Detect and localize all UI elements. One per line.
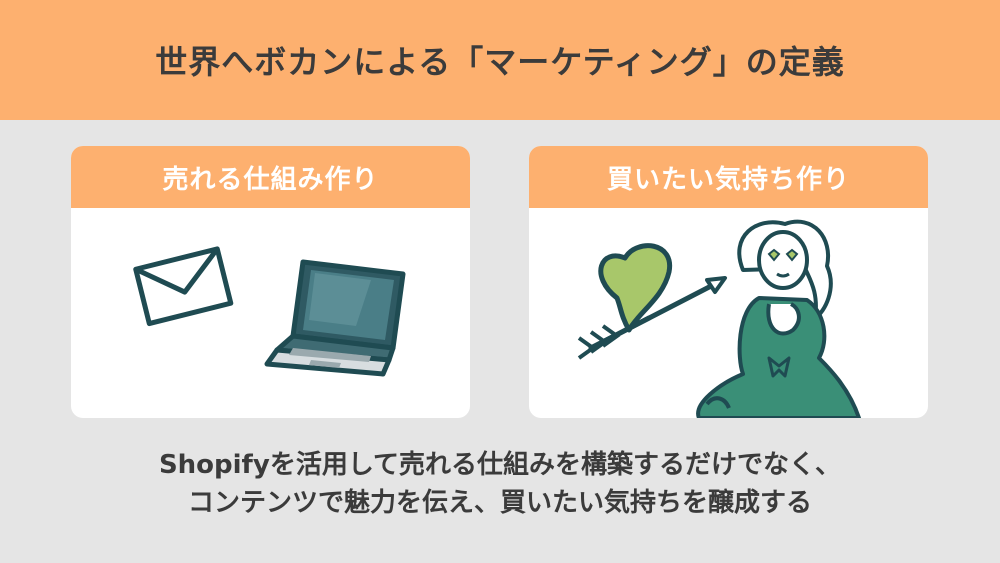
page-title: 世界へボカンによる「マーケティング」の定義 xyxy=(155,43,845,81)
heart-arrow-icon xyxy=(577,243,727,360)
caption: Shopifyを活用して売れる仕組みを構築するだけでなく、 コンテンツで魅力を伝… xyxy=(0,446,1000,522)
card-header: 買いたい気持ち作り xyxy=(529,146,928,208)
woman-illustration xyxy=(696,219,861,418)
card-header: 売れる仕組み作り xyxy=(71,146,470,208)
card-title: 買いたい気持ち作り xyxy=(606,164,850,195)
card-title: 売れる仕組み作り xyxy=(162,164,379,195)
card-purchase-desire: 買いたい気持ち作り xyxy=(529,146,928,418)
card-sales-system: 売れる仕組み作り xyxy=(71,146,470,418)
envelope-icon xyxy=(133,246,234,327)
card-illustration xyxy=(71,208,470,418)
laptop-icon xyxy=(264,259,406,377)
header-banner: 世界へボカンによる「マーケティング」の定義 xyxy=(0,0,1000,120)
caption-line-2: コンテンツで魅力を伝え、買いたい気持ちを醸成する xyxy=(187,488,812,518)
caption-line-1: Shopifyを活用して売れる仕組みを構築するだけでなく、 xyxy=(158,450,842,480)
card-illustration xyxy=(529,208,928,418)
